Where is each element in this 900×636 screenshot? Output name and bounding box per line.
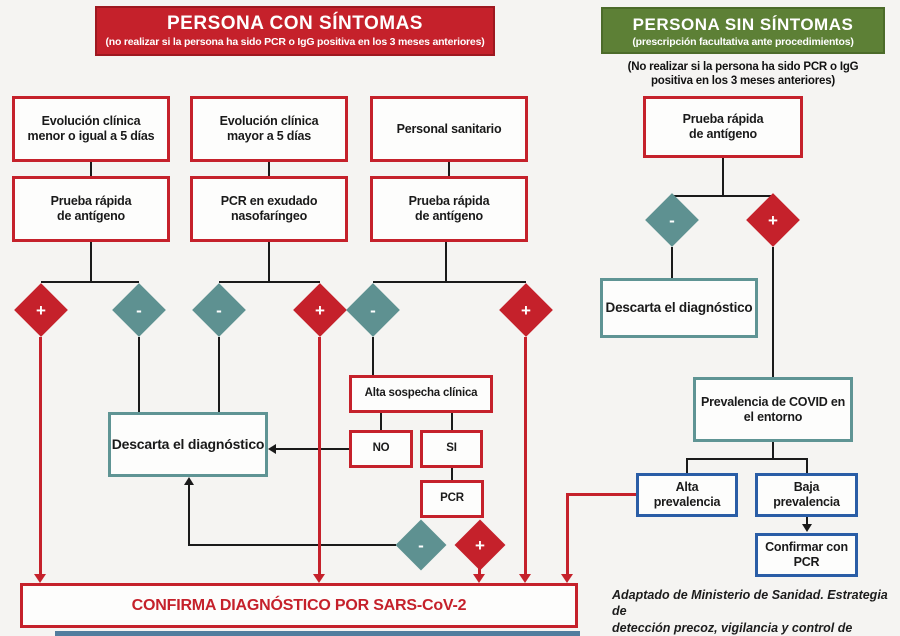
box-alta-sospecha-clinica: Alta sospecha clínica: [349, 375, 493, 413]
diamond-positive: +: [746, 193, 800, 247]
connector: [687, 458, 808, 460]
arrowhead-left: [268, 444, 276, 454]
connector: [451, 468, 453, 480]
connector: [90, 162, 92, 176]
minus-sign: -: [370, 300, 376, 320]
connector: [268, 162, 270, 176]
box-pcr-exudado: PCR en exudado nasofaríngeo: [190, 176, 348, 242]
connector: [188, 484, 190, 546]
connector: [90, 242, 92, 283]
box-descarta-diagnostico-left: Descarta el diagnóstico: [108, 412, 268, 477]
connector-red: [524, 337, 527, 575]
note-no-realizar: (No realizar si la persona ha sido PCR o…: [627, 61, 859, 88]
connector: [772, 247, 774, 377]
minus-sign: -: [669, 210, 675, 230]
connector: [41, 281, 139, 283]
connector: [722, 158, 724, 196]
arrowhead-down: [561, 574, 573, 583]
box-descarta-diagnostico-right: Descarta el diagnóstico: [600, 278, 758, 338]
diamond-negative: -: [192, 283, 246, 337]
box-no: NO: [349, 430, 413, 468]
connector: [451, 413, 453, 430]
connector: [188, 544, 396, 546]
connector: [686, 458, 688, 473]
connector: [448, 162, 450, 176]
connector: [806, 458, 808, 473]
header-persona-sin-sintomas: PERSONA SIN SÍNTOMAS (prescripción facul…: [601, 7, 885, 54]
connector: [372, 337, 374, 375]
header-title: PERSONA SIN SÍNTOMAS: [632, 15, 854, 34]
arrowhead-down: [519, 574, 531, 583]
box-baja-prevalencia: Baja prevalencia: [755, 473, 858, 517]
minus-sign: -: [136, 300, 142, 320]
arrowhead-down: [34, 574, 46, 583]
attribution-text: Adaptado de Ministerio de Sanidad. Estra…: [612, 588, 888, 635]
diamond-negative: -: [346, 283, 400, 337]
connector: [276, 448, 349, 450]
connector-red: [566, 493, 569, 575]
connector: [380, 413, 382, 430]
connector: [806, 517, 808, 524]
minus-sign: -: [216, 300, 222, 320]
diamond-negative: -: [395, 519, 447, 571]
box-alta-prevalencia: Alta prevalencia: [636, 473, 738, 517]
diamond-positive: +: [14, 283, 68, 337]
header-subtitle: (no realizar si la persona ha sido PCR o…: [105, 36, 485, 48]
box-prevalencia-covid: Prevalencia de COVID en el entorno: [693, 377, 853, 442]
connector-red: [39, 337, 42, 575]
header-persona-con-sintomas: PERSONA CON SÍNTOMAS (no realizar si la …: [95, 6, 495, 56]
bottom-bar: [55, 631, 580, 636]
arrowhead-down: [313, 574, 325, 583]
box-personal-sanitario: Personal sanitario: [370, 96, 528, 162]
connector: [218, 337, 220, 412]
arrowhead-up: [184, 477, 194, 485]
plus-sign: +: [315, 300, 325, 320]
plus-sign: +: [521, 300, 531, 320]
connector: [138, 337, 140, 412]
connector: [219, 281, 320, 283]
plus-sign: +: [768, 210, 778, 230]
diamond-positive: +: [293, 283, 347, 337]
connector: [445, 242, 447, 283]
header-title: PERSONA CON SÍNTOMAS: [167, 13, 423, 34]
minus-sign: -: [418, 535, 424, 555]
connector: [671, 247, 673, 278]
arrowhead-down: [473, 574, 485, 583]
connector-red: [478, 562, 481, 575]
diamond-negative: -: [645, 193, 699, 247]
connector: [672, 195, 775, 197]
diamond-positive: +: [499, 283, 553, 337]
connector-red: [568, 493, 636, 496]
plus-sign: +: [475, 535, 485, 555]
connector-red: [318, 337, 321, 575]
plus-sign: +: [36, 300, 46, 320]
box-evolucion-menor-5-dias: Evolución clínica menor o igual a 5 días: [12, 96, 170, 162]
box-confirma-diagnostico: CONFIRMA DIAGNÓSTICO POR SARS-CoV-2: [20, 583, 578, 628]
connector: [373, 281, 526, 283]
diamond-negative: -: [112, 283, 166, 337]
box-evolucion-mayor-5-dias: Evolución clínica mayor a 5 días: [190, 96, 348, 162]
header-subtitle: (prescripción facultativa ante procedimi…: [632, 36, 854, 48]
box-prueba-rapida-antigeno-1: Prueba rápida de antígeno: [12, 176, 170, 242]
connector: [268, 242, 270, 283]
box-pcr: PCR: [420, 480, 484, 518]
box-prueba-rapida-antigeno-2: Prueba rápida de antígeno: [370, 176, 528, 242]
arrowhead-down: [802, 524, 812, 532]
box-si: SI: [420, 430, 483, 468]
connector: [772, 442, 774, 459]
box-confirmar-con-pcr: Confirmar con PCR: [755, 533, 858, 577]
box-prueba-rapida-antigeno-right: Prueba rápida de antígeno: [643, 96, 803, 158]
